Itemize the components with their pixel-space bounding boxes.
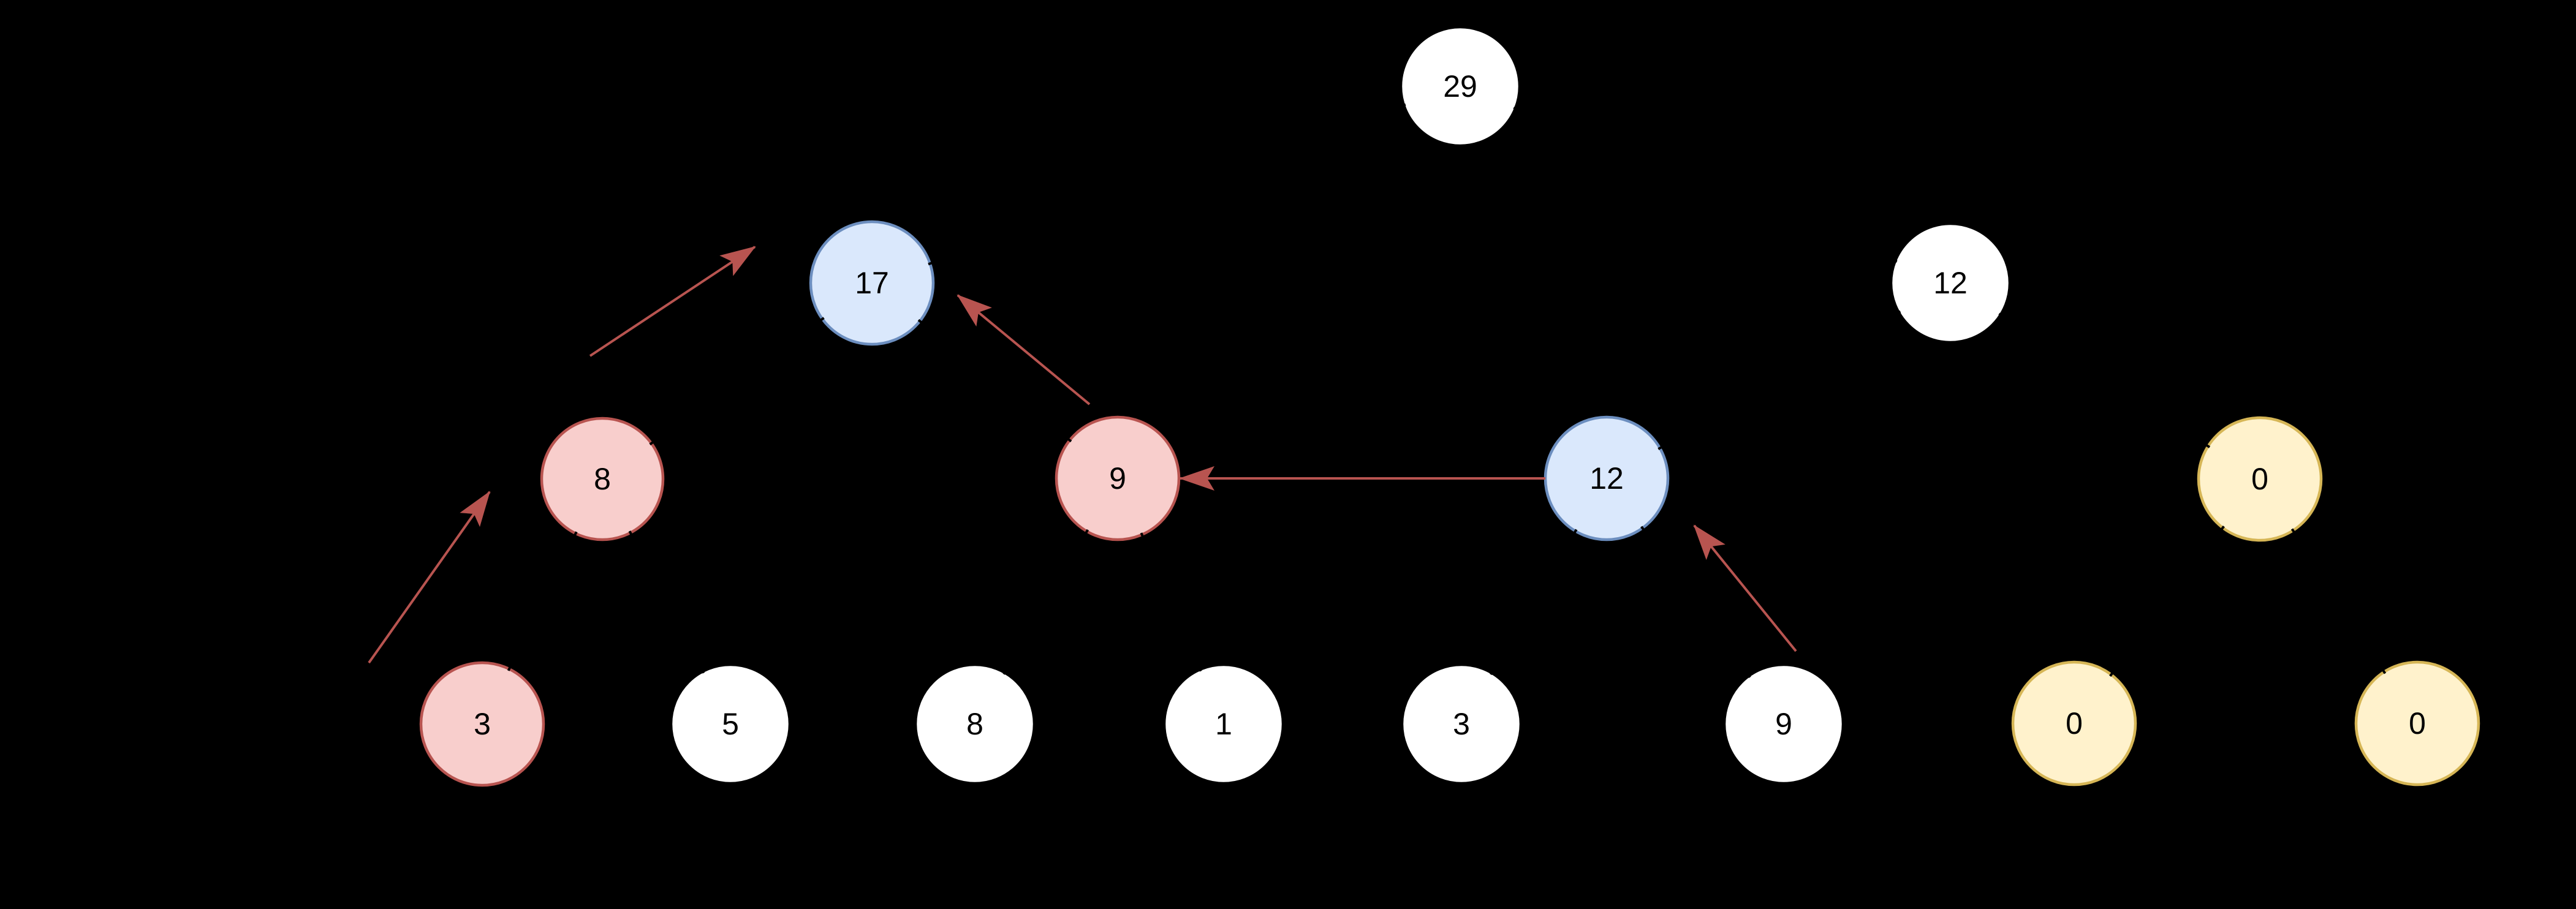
edge-sum-9-to-leaf-8 [1002, 529, 1089, 675]
edge-sum-0-to-leaf-0b [2290, 528, 2387, 674]
tree-node-root-29: 29 [1399, 25, 1521, 148]
leaf-1-circle [1162, 663, 1285, 785]
sum-0-circle [2197, 416, 2323, 542]
edge-sum-12-white-to-sum-12-blue [1657, 310, 1901, 450]
edge-sum-17-to-sum-8 [649, 317, 825, 446]
tree-node-leaf-3b: 3 [1400, 663, 1523, 785]
sum-9-circle [1055, 415, 1181, 541]
sum-8-circle [540, 417, 665, 541]
tree-edges-layer [507, 103, 2387, 678]
leaf-5-circle [669, 663, 792, 785]
tree-node-leaf-9: 9 [1722, 663, 1845, 785]
tree-node-sum-12-white: 12 [1889, 222, 2012, 344]
tree-node-leaf-8: 8 [914, 663, 1036, 785]
edge-sum-8-to-leaf-5 [628, 530, 705, 674]
sum-12-blue-circle [1544, 415, 1670, 541]
leaf-8-circle [914, 663, 1036, 785]
leaf-3b-circle [1400, 663, 1523, 785]
tree-node-sum-0: 0 [2197, 416, 2323, 542]
arrow-8-to-17 [589, 246, 756, 357]
tree-node-sum-17: 17 [809, 220, 935, 346]
edge-sum-12-blue-to-leaf-9 [1640, 526, 1751, 678]
tree-node-leaf-5: 5 [669, 663, 792, 785]
edge-root-29-to-sum-17 [928, 103, 1406, 266]
root-29-circle [1399, 25, 1521, 148]
leaf-9-circle [1722, 663, 1845, 785]
arrow-leaf3-to-8 [368, 491, 491, 664]
edge-sum-9-to-leaf-1 [1140, 532, 1202, 672]
edge-root-29-to-sum-12-white [1513, 107, 1898, 263]
sum-17-circle [809, 220, 935, 346]
tree-node-sum-8: 8 [540, 417, 665, 541]
tree-node-sum-9: 9 [1055, 415, 1181, 541]
edge-sum-0-to-leaf-0a [2109, 526, 2225, 677]
leaf-3-circle [419, 661, 545, 787]
edge-sum-8-to-leaf-3 [507, 531, 578, 671]
tree-node-leaf-1: 1 [1162, 663, 1285, 785]
edge-sum-12-blue-to-leaf-3b [1490, 529, 1578, 676]
edge-sum-17-to-sum-9 [917, 319, 1072, 443]
tree-node-leaf-0b: 0 [2354, 660, 2480, 786]
sum-12-white-circle [1889, 222, 2012, 344]
leaf-0a-circle [2011, 660, 2137, 786]
arrow-9-to-17 [957, 294, 1091, 405]
arrow-leaf9-to-12 [1693, 524, 1797, 652]
tree-node-sum-12-blue: 12 [1544, 415, 1670, 541]
annotation-arrows-layer [368, 246, 1797, 664]
leaf-0b-circle [2354, 660, 2480, 786]
tree-node-leaf-3: 3 [419, 661, 545, 787]
edge-sum-12-white-to-sum-0 [1998, 312, 2211, 448]
tree-node-leaf-0a: 0 [2011, 660, 2137, 786]
